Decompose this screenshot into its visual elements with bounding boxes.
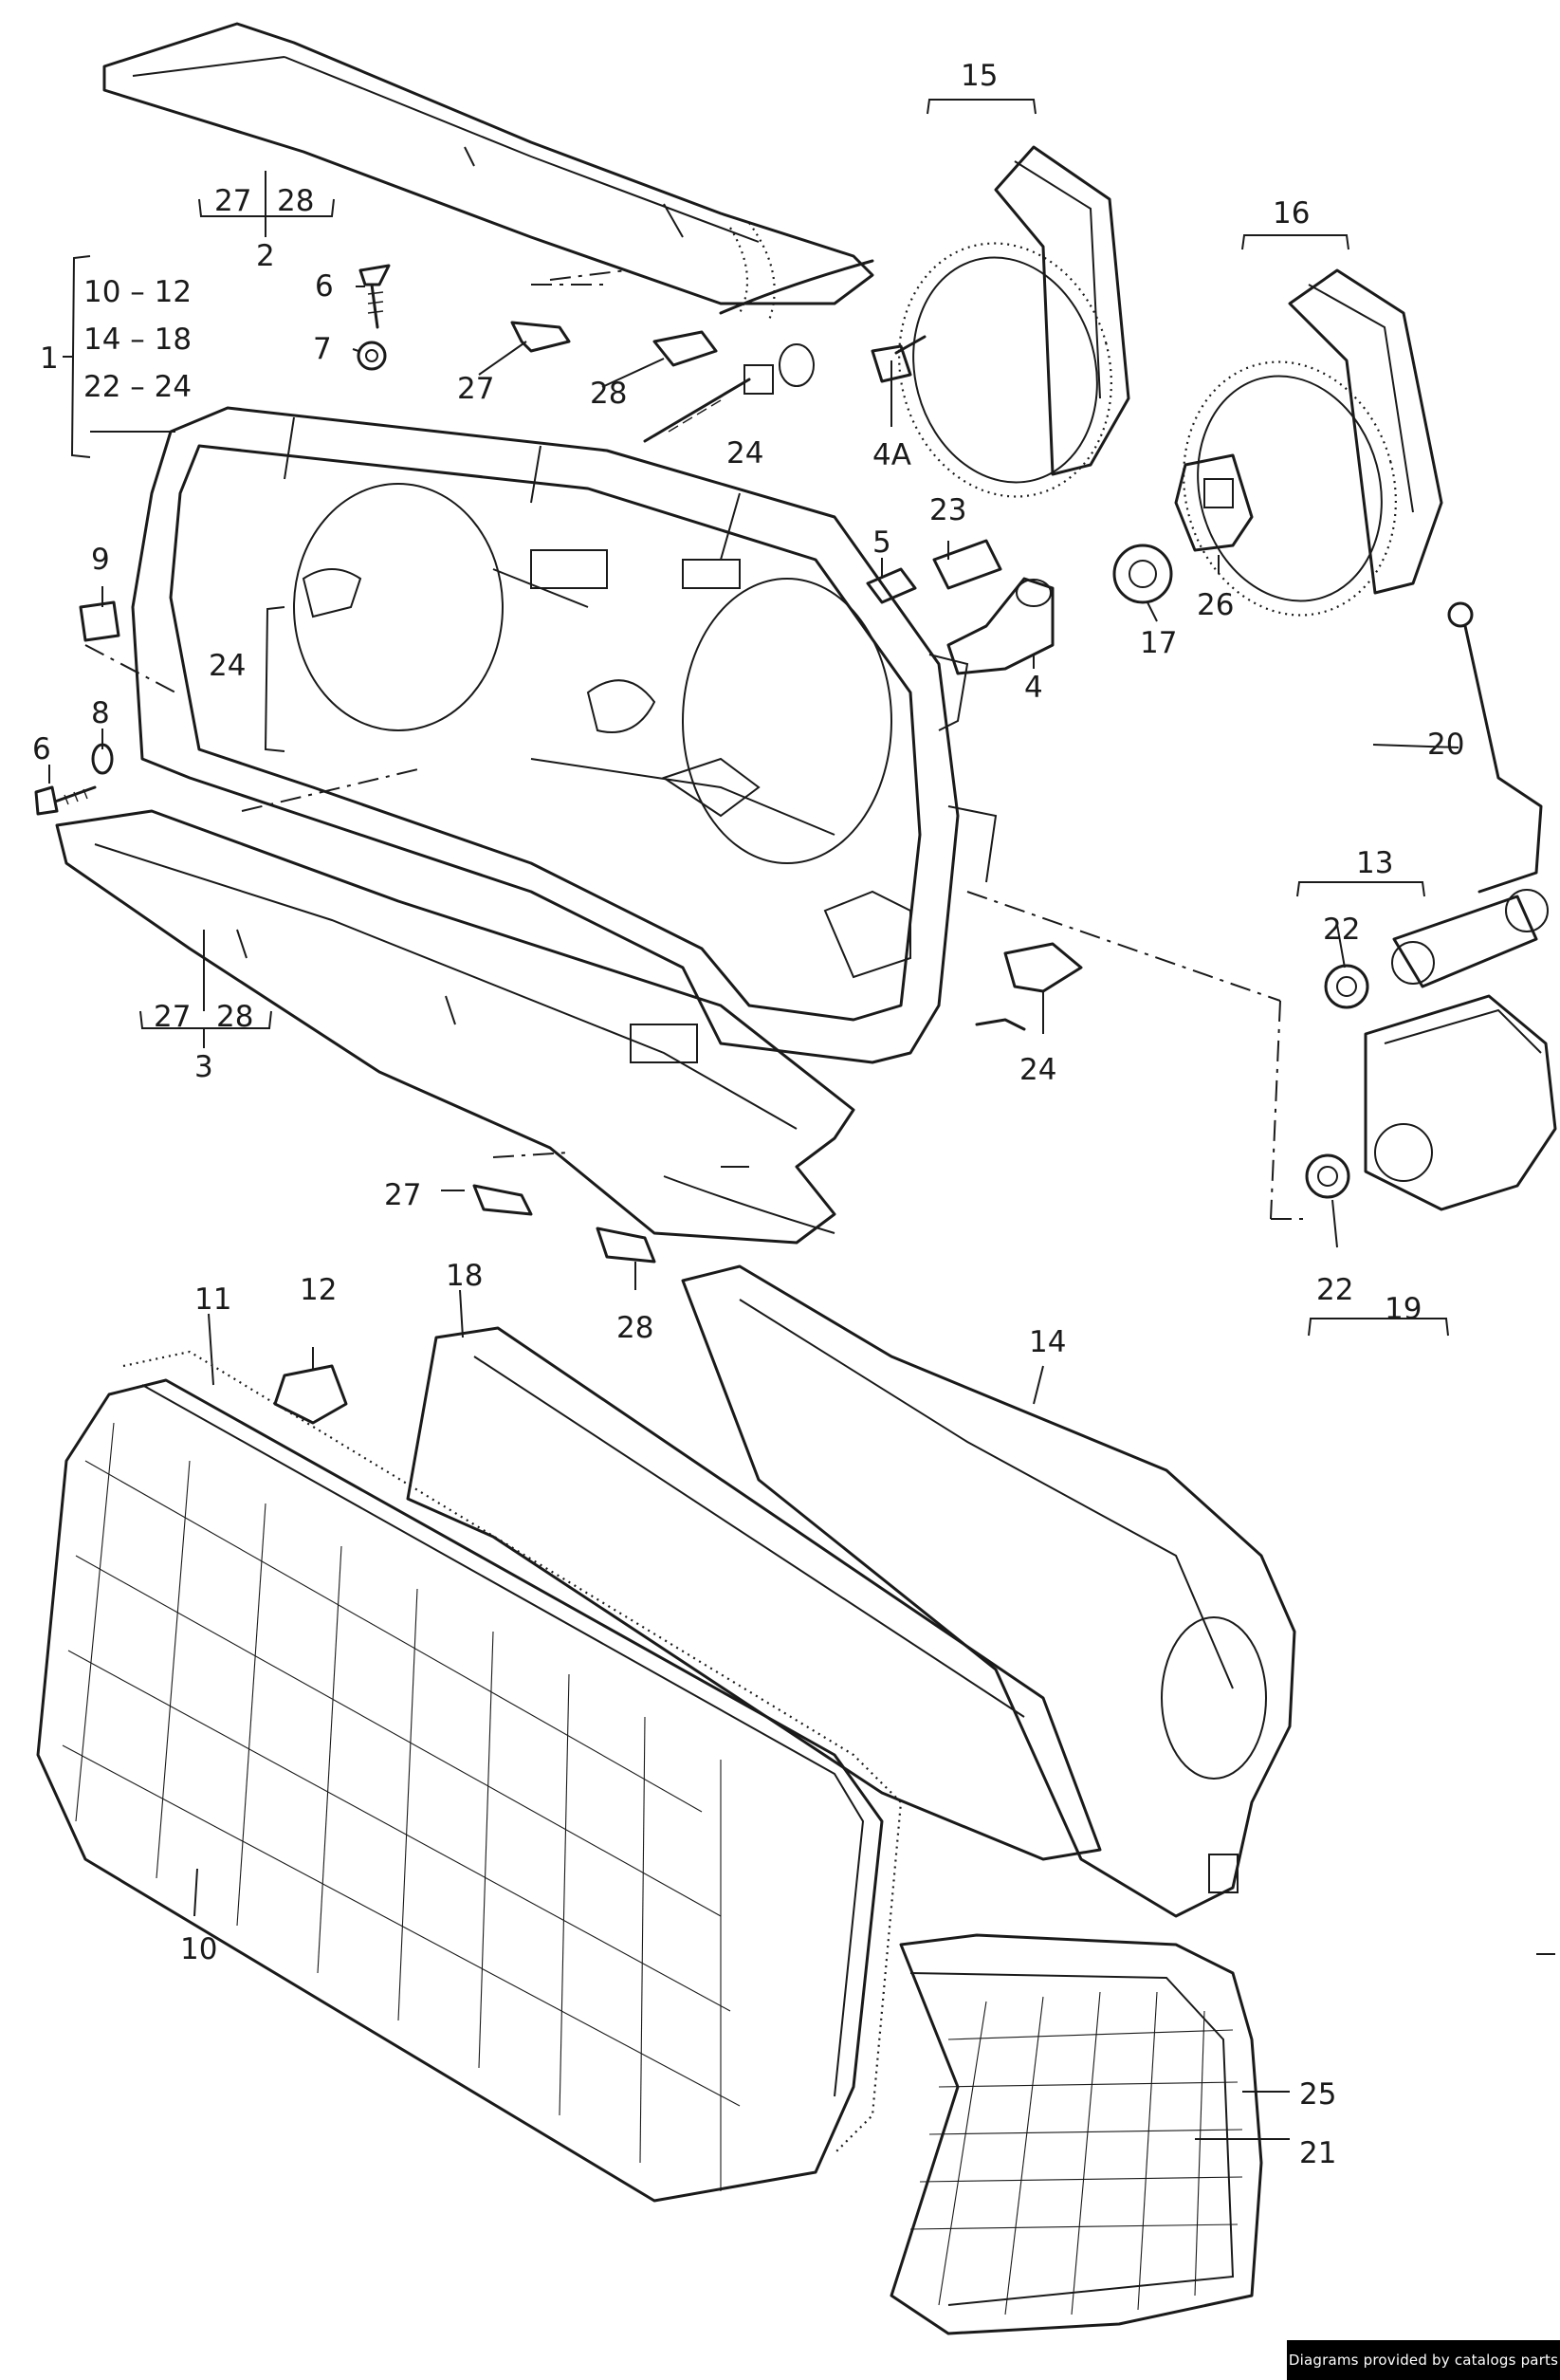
callout-2: 2: [256, 239, 275, 273]
callout-22-lower: 22: [1316, 1273, 1353, 1307]
credit-text: Diagrams provided by catalogs parts: [1288, 2352, 1559, 2369]
callout-labels: 1 10 – 12 14 – 18 22 – 24 2 27 28 3 27 2…: [32, 59, 1464, 2170]
callout-25: 25: [1299, 2077, 1336, 2112]
turn-signal-lens-21: [890, 1933, 1263, 2335]
upper-trim-strip: [102, 22, 874, 323]
callout-15: 15: [961, 59, 998, 93]
headlamp-reflector-16: [1183, 268, 1443, 617]
callout-16: 16: [1273, 196, 1310, 231]
callout-3-sub-0: 27: [154, 1000, 191, 1034]
washer-7: [357, 341, 387, 371]
callout-23: 23: [929, 493, 966, 527]
clip-24-lower: [975, 942, 1083, 1031]
callout-2-sub-0: 27: [214, 184, 251, 218]
callout-6-upper: 6: [315, 269, 334, 304]
callout-5: 5: [872, 526, 891, 560]
headlamp-reflector-15: [898, 145, 1130, 498]
adjuster-cable-20: [1447, 601, 1543, 894]
retaining-ring-17: [1112, 544, 1173, 604]
callout-19: 19: [1385, 1292, 1422, 1326]
callout-1-list-2: 22 – 24: [83, 370, 192, 404]
callout-12: 12: [300, 1273, 337, 1307]
bulb-4: [946, 577, 1055, 675]
callout-6-lower: 6: [32, 732, 51, 766]
bulb-23: [932, 539, 1002, 590]
callout-9: 9: [91, 543, 110, 577]
callout-27-lower: 27: [384, 1178, 421, 1212]
callout-17: 17: [1140, 626, 1177, 660]
callout-4a: 4A: [872, 438, 911, 472]
callout-28-upper: 28: [590, 377, 627, 411]
screw-6-upper: [358, 264, 391, 329]
lower-trim-strip: [55, 809, 855, 1245]
callout-21: 21: [1299, 2136, 1336, 2170]
bulb-5: [866, 567, 917, 604]
adjuster-motor-19: [1364, 994, 1557, 1211]
callout-10: 10: [180, 1932, 217, 1966]
clip-28-lower: [596, 1227, 656, 1264]
headlight-lens-10: [36, 1350, 903, 2203]
callout-11: 11: [194, 1282, 231, 1317]
headlight-housing-frame: [131, 406, 998, 1064]
callout-3: 3: [194, 1050, 213, 1084]
callout-1: 1: [40, 341, 59, 376]
callout-26: 26: [1197, 588, 1234, 622]
callout-4: 4: [1024, 671, 1043, 705]
clip-27-lower: [472, 1184, 533, 1216]
lens-grid-pattern: [62, 1422, 741, 2191]
clip-28-upper: [652, 330, 718, 367]
adjuster-motor-13: [1391, 889, 1549, 988]
mounting-bracket-18: [406, 1326, 1102, 1861]
callout-13: 13: [1356, 846, 1393, 880]
callout-2-sub-1: 28: [277, 184, 314, 218]
grommet-22-upper: [1324, 964, 1369, 1009]
clip-27-upper: [510, 321, 571, 353]
callout-14: 14: [1029, 1325, 1066, 1359]
callout-28-lower: 28: [616, 1311, 653, 1345]
callout-1-list-1: 14 – 18: [83, 323, 192, 357]
bulb-socket-26: [1174, 453, 1254, 552]
credit-banner: Diagrams provided by catalogs parts: [1287, 2340, 1560, 2380]
nut-9: [79, 600, 120, 642]
callout-24-left: 24: [209, 649, 246, 683]
leader-lines: [48, 99, 1555, 2140]
callout-24-lower: 24: [1019, 1053, 1056, 1087]
callout-3-sub-1: 28: [216, 1000, 253, 1034]
callout-27-upper: 27: [457, 372, 494, 406]
grommet-22-lower: [1305, 1153, 1350, 1199]
callout-1-list-0: 10 – 12: [83, 275, 192, 309]
turn-signal-grid: [909, 1991, 1243, 2315]
callout-7: 7: [313, 332, 332, 366]
callout-22-upper: 22: [1323, 913, 1360, 947]
callout-8: 8: [91, 696, 110, 730]
clip-12: [273, 1364, 348, 1425]
callout-20: 20: [1427, 728, 1464, 762]
callout-18: 18: [446, 1259, 483, 1293]
screw-6-lower: [34, 785, 97, 816]
adjuster-screw-24: [643, 343, 815, 443]
assembly-lines: [84, 269, 1304, 1220]
bulb-4a: [871, 335, 927, 383]
headlamp-housing-14: [681, 1264, 1296, 1918]
callout-24-top: 24: [726, 436, 763, 470]
